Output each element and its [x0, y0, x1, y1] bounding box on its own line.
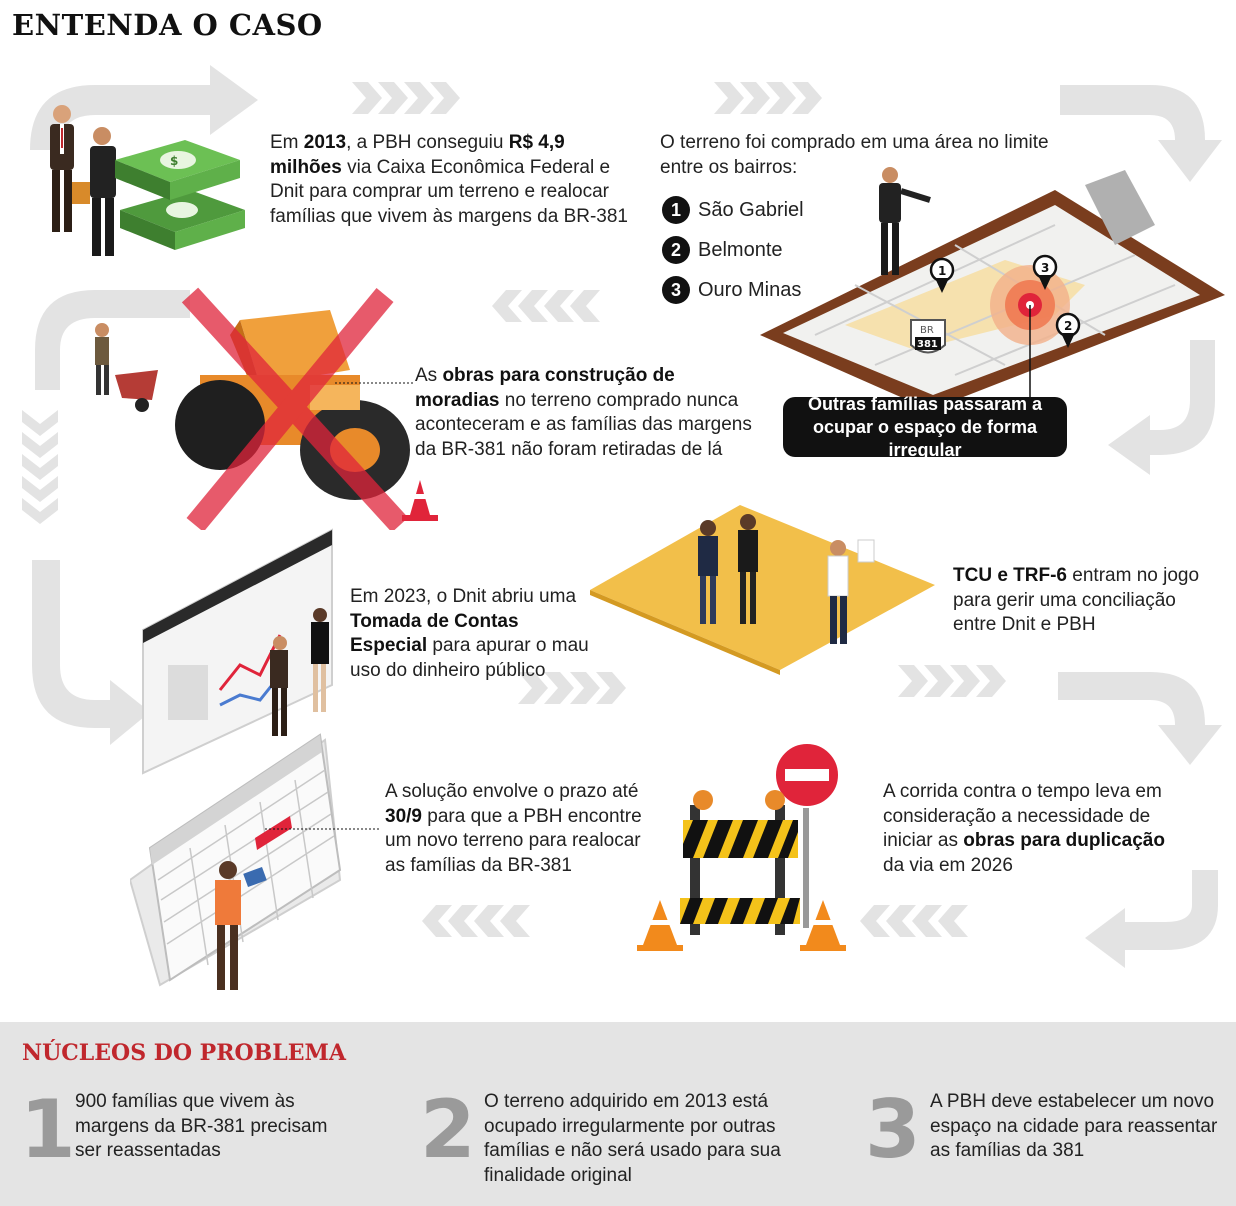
road-barrier-illustration — [637, 740, 846, 951]
flow-arrows — [22, 65, 1222, 968]
bairro-item: 2 Belmonte — [662, 236, 804, 264]
svg-text:381: 381 — [917, 339, 938, 350]
traffic-cone-icon — [637, 900, 683, 951]
chevrons-right-icon — [714, 82, 822, 114]
chevrons-left-icon — [492, 290, 600, 322]
bairro-item: 3 Ouro Minas — [662, 276, 804, 304]
handshake-money-illustration: $ — [50, 105, 245, 256]
roadroller-cancelled-illustration — [95, 287, 438, 530]
businessman-icon — [72, 127, 116, 256]
curved-arrow-icon — [1060, 85, 1222, 182]
problem-text: A PBH deve estabelecer um novo espaço na… — [930, 1091, 1218, 1161]
irregular-occupation-callout: Outras famílias passaram a ocupar o espa… — [783, 394, 1067, 460]
chevrons-left-icon — [860, 905, 968, 937]
curved-arrow-icon — [1085, 870, 1218, 968]
businessman-icon — [879, 167, 931, 275]
leader-line — [265, 828, 380, 830]
businesswoman-icon — [698, 520, 718, 624]
no-entry-sign-icon — [772, 740, 842, 928]
map-clipboard-illustration: 1 3 2 BR 381 — [760, 167, 1225, 410]
worker-icon — [95, 323, 158, 412]
step-3-text: As obras para construção de moradias no … — [415, 365, 752, 460]
businesswoman-icon — [311, 608, 329, 712]
curved-arrow-icon — [1108, 340, 1215, 475]
step-4-text: TCU e TRF-6 entram no jogo para gerir um… — [953, 565, 1200, 635]
meeting-platform-illustration — [590, 505, 935, 675]
traffic-cone-icon — [402, 480, 438, 521]
businessman-icon — [270, 636, 288, 736]
svg-text:3: 3 — [1041, 261, 1049, 275]
barrier-icon — [680, 790, 800, 935]
curved-arrow-icon — [1058, 672, 1222, 765]
chevrons-down-icon — [22, 410, 58, 524]
problem-number: 1 — [20, 1083, 76, 1176]
problem-text: O terreno adquirido em 2013 está ocupado… — [484, 1091, 781, 1186]
map-pin-icon: 3 — [1032, 254, 1058, 290]
presentation-board-illustration — [142, 528, 333, 775]
road-shield-icon: BR 381 — [910, 319, 946, 354]
businessman-icon — [827, 539, 875, 644]
map-pin-icon: 2 — [1055, 312, 1081, 348]
businesswoman-icon — [738, 514, 758, 624]
problem-number: 3 — [865, 1083, 921, 1176]
leader-line — [335, 382, 415, 384]
svg-text:1: 1 — [938, 264, 946, 278]
chevrons-right-icon — [898, 665, 1006, 697]
step-1-text: Em 2013, a PBH conseguiu R$ 4,9 milhões … — [270, 132, 628, 227]
businessman-icon — [50, 105, 74, 232]
curved-arrow-icon — [35, 290, 190, 390]
page-title: ENTENDA O CASO — [12, 8, 323, 42]
cancel-x-icon — [181, 287, 409, 530]
step-6-text: A corrida contra o tempo leva em conside… — [883, 781, 1165, 876]
traffic-cone-icon — [800, 900, 846, 951]
curved-arrow-icon — [32, 560, 150, 745]
svg-text:BR: BR — [920, 325, 934, 336]
step-7-text: A solução envolve o prazo até 30/9 para … — [385, 781, 642, 876]
chevrons-right-icon — [518, 672, 626, 704]
svg-text:$: $ — [170, 154, 178, 168]
bairros-list: 1 São Gabriel 2 Belmonte 3 Ouro Minas — [662, 196, 804, 316]
number-badge: 1 — [662, 196, 690, 224]
map-pin-icon: 1 — [929, 257, 955, 293]
chevrons-left-icon — [422, 905, 530, 937]
problem-number: 2 — [420, 1083, 476, 1176]
step-5-text: Em 2023, o Dnit abriu uma Tomada de Cont… — [350, 586, 589, 681]
number-badge: 3 — [662, 276, 690, 304]
problem-text: 900 famílias que vivem às margens da BR-… — [75, 1091, 328, 1161]
svg-text:2: 2 — [1064, 319, 1072, 333]
person-with-tablet-icon — [215, 861, 267, 990]
money-stack-icon: $ — [115, 140, 245, 250]
number-badge: 2 — [662, 236, 690, 264]
bairro-item: 1 São Gabriel — [662, 196, 804, 224]
problems-title: NÚCLEOS DO PROBLEMA — [22, 1040, 346, 1066]
step-2-intro: O terreno foi comprado em uma área no li… — [660, 132, 1049, 178]
curved-arrow-icon — [30, 65, 258, 150]
problems-section — [0, 1022, 1236, 1206]
calendar-illustration — [130, 733, 342, 990]
chevrons-right-icon — [352, 82, 460, 114]
